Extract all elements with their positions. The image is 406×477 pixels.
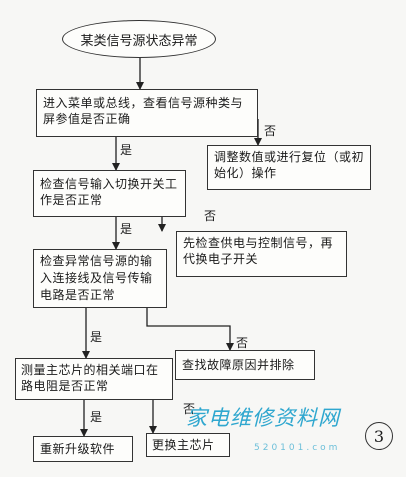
node-replace-chip: 更换主芯片 [146, 433, 230, 457]
watermark: 家电维修资料网 [186, 406, 340, 430]
label-no-4: 否 [183, 402, 196, 416]
node-adjust-values: 调整数值或进行复位（或初始化）操作 [207, 145, 371, 190]
label-yes-2: 是 [120, 222, 133, 236]
node-check-power: 先检查供电与控制信号，再代换电子开关 [176, 231, 347, 277]
node-check-menu-label: 进入菜单或总线，查看信号源种类与屏参值是否正确 [43, 96, 244, 126]
node-check-menu: 进入菜单或总线，查看信号源种类与屏参值是否正确 [36, 89, 258, 137]
node-check-switch: 检查信号输入切换开关工作是否正常 [33, 170, 186, 217]
node-measure-chip: 测量主芯片的相关端口在路电阻是否正常 [15, 358, 173, 400]
node-start-label: 某类信号源状态异常 [80, 33, 198, 49]
label-yes-4: 是 [90, 410, 103, 424]
label-no-2: 否 [204, 209, 217, 223]
node-upgrade-software-label: 重新升级软件 [40, 442, 116, 456]
figure-number-badge: 3 [365, 422, 393, 450]
node-replace-chip-label: 更换主芯片 [152, 438, 215, 452]
node-find-fault-label: 查找故障原因并排除 [182, 358, 295, 372]
node-check-input-lines: 检查异常信号源的输入连接线及信号传输电路是否正常 [33, 249, 167, 308]
node-adjust-values-label: 调整数值或进行复位（或初始化）操作 [214, 150, 365, 180]
label-yes-1: 是 [120, 143, 133, 157]
node-check-input-lines-label: 检查异常信号源的输入连接线及信号传输电路是否正常 [40, 254, 153, 302]
node-start: 某类信号源状态异常 [62, 20, 216, 58]
node-upgrade-software: 重新升级软件 [33, 436, 133, 462]
node-check-switch-label: 检查信号输入切换开关工作是否正常 [40, 177, 178, 207]
watermark-url: 520101.com [254, 443, 341, 453]
label-yes-3: 是 [90, 330, 103, 344]
figure-number: 3 [373, 426, 385, 446]
label-no-3: 否 [236, 336, 249, 350]
node-find-fault: 查找故障原因并排除 [175, 350, 315, 380]
node-measure-chip-label: 测量主芯片的相关端口在路电阻是否正常 [21, 363, 159, 393]
arrow-inputlines-to-fault [146, 308, 234, 351]
label-no-1: 否 [264, 124, 277, 138]
node-check-power-label: 先检查供电与控制信号，再代换电子开关 [183, 236, 334, 266]
